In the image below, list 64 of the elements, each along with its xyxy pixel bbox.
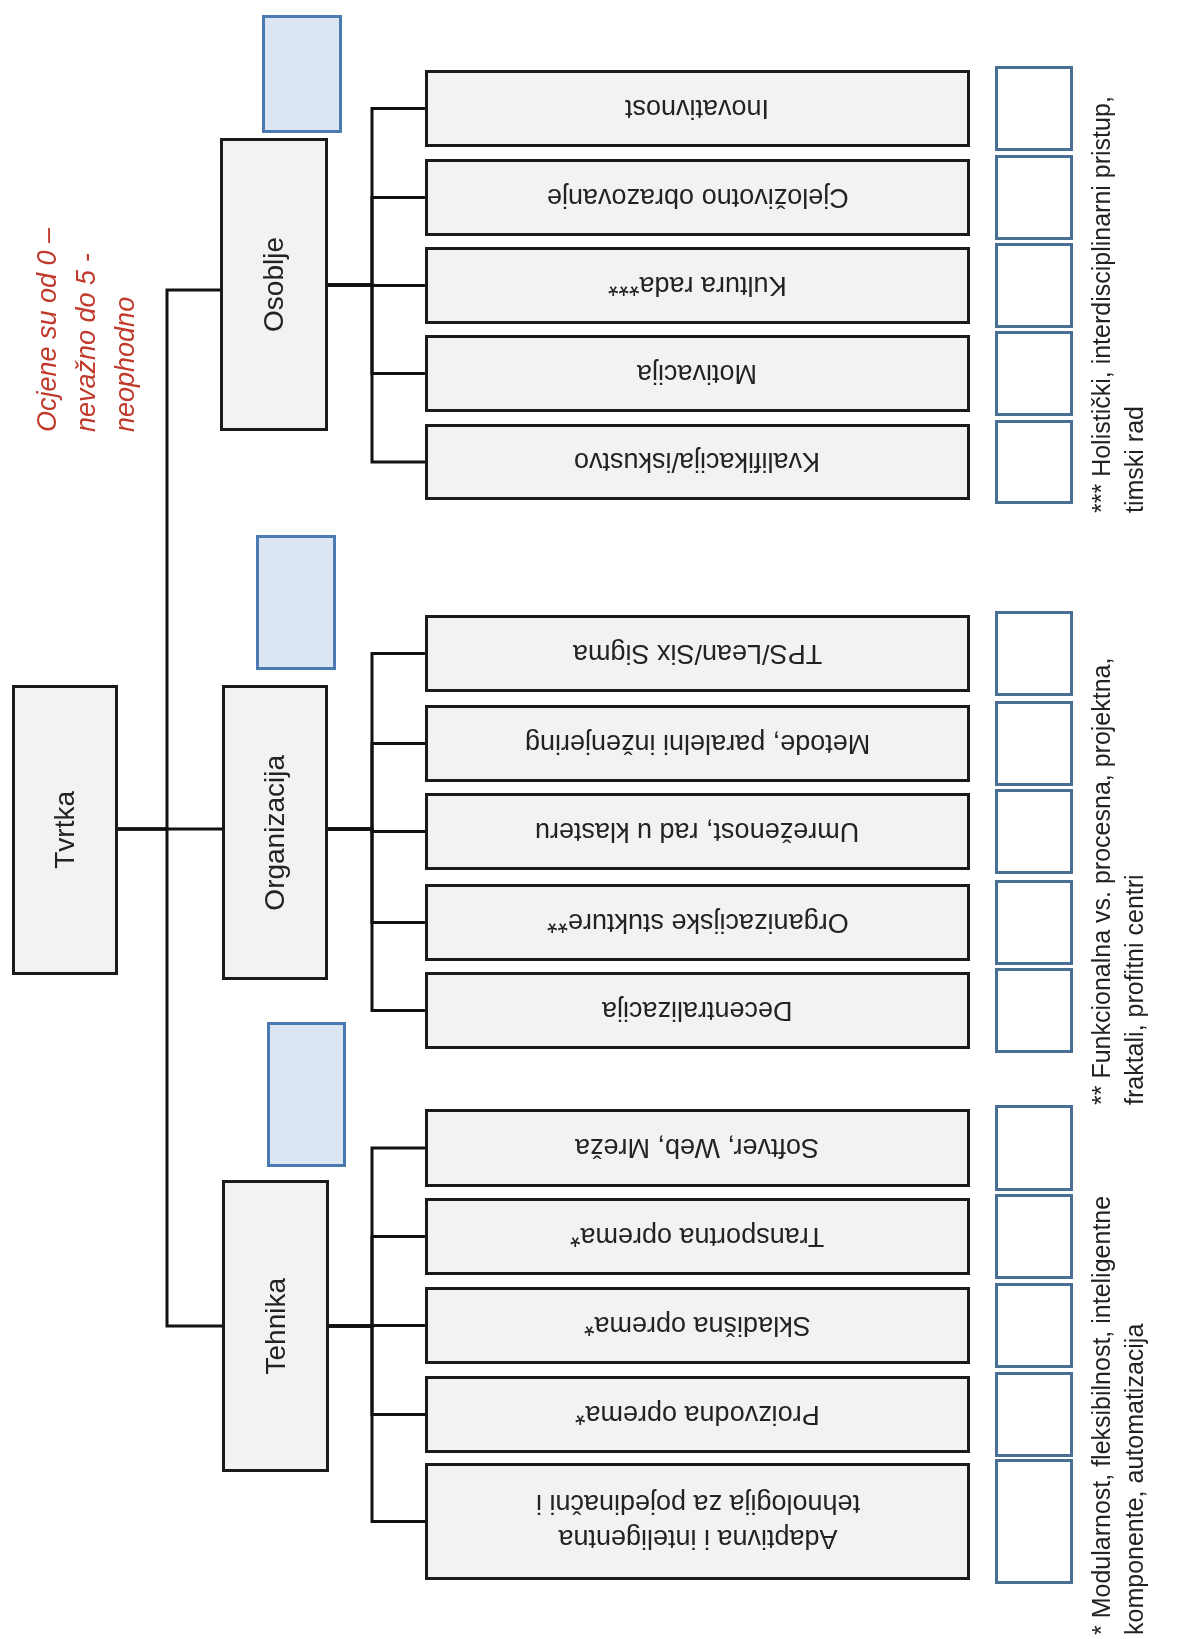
factor-box [425,1198,970,1275]
score-box [995,66,1073,151]
factor-box [425,159,970,236]
box-label: Umreženost, rad u klasteru [535,816,860,850]
factor-box [425,70,970,147]
box-label: Proizvodna oprema* [575,1399,820,1433]
factor-box [425,884,970,961]
factor-box [425,793,970,870]
box-label: Decentralizacija [602,995,793,1029]
connector-line [329,1146,425,1328]
factor-box [425,615,970,692]
rating-box [267,1022,346,1167]
box-label: TPS/Lean/Six Sigma [572,638,823,672]
footnote: *** Holistički, interdisciplinarni pristup, timski rad [1086,95,1149,513]
factor-box [425,705,970,782]
footnote: * Modularnost, fleksibilnost, inteligentne komponente, automatizacija [1086,1194,1149,1635]
box-label: Skladišna oprema* [584,1310,811,1344]
box-label: Cjeloživotno obrazovanje [546,182,849,216]
box-label: Adaptivna i inteligentna tehnologija za pojedinačni i [534,1488,861,1557]
factor-box [425,247,970,324]
box-label: Transportna oprema* [570,1221,825,1255]
score-box [995,1283,1073,1368]
category-box [220,138,328,431]
box-label: Softver, Web, Mreža [575,1132,820,1166]
score-box [995,968,1073,1053]
factor-box [425,1287,970,1364]
factor-box [425,1463,970,1580]
connector-line [328,107,425,287]
score-box [995,611,1073,696]
connector-line [328,652,425,831]
factor-box [425,972,970,1049]
category-box [222,685,328,980]
factor-box [425,1376,970,1453]
box-label: Kvalifikacija/iskustvo [574,446,821,480]
score-box [995,243,1073,328]
box-label: Kultura rada*** [608,270,787,304]
footnote: ** Funkcionalna vs. procesna, projektna, fraktali, profitni centri [1086,656,1149,1105]
box-label: Osoblje [258,237,290,332]
score-box [995,880,1073,965]
factor-box [425,424,970,500]
score-box [995,1459,1073,1584]
box-label: Organizacija [259,754,291,911]
score-box [995,789,1073,874]
score-box [995,1194,1073,1279]
box-label: Tvrtka [49,791,81,869]
score-box [995,1105,1073,1191]
score-box [995,1372,1073,1457]
box-label: Metode, paralelni inženjering [524,728,871,762]
box-label: Inovativnost [625,93,770,127]
score-box [995,331,1073,416]
box-label: Motivacija [637,358,758,392]
score-box [995,701,1073,786]
connector-line [118,288,220,831]
rating-box [262,15,342,133]
score-box [995,420,1073,504]
rating-scale-note: Ocjene su od 0 – nevažno do 5 - neophodno [31,226,142,432]
factor-box [425,1109,970,1187]
box-label: Organizacijske stukture** [546,907,849,941]
factor-box [425,335,970,412]
rating-box [256,535,336,670]
score-box [995,155,1073,240]
box-label: Tehnika [259,1277,292,1375]
category-box [222,1180,329,1472]
category-box [12,685,118,975]
